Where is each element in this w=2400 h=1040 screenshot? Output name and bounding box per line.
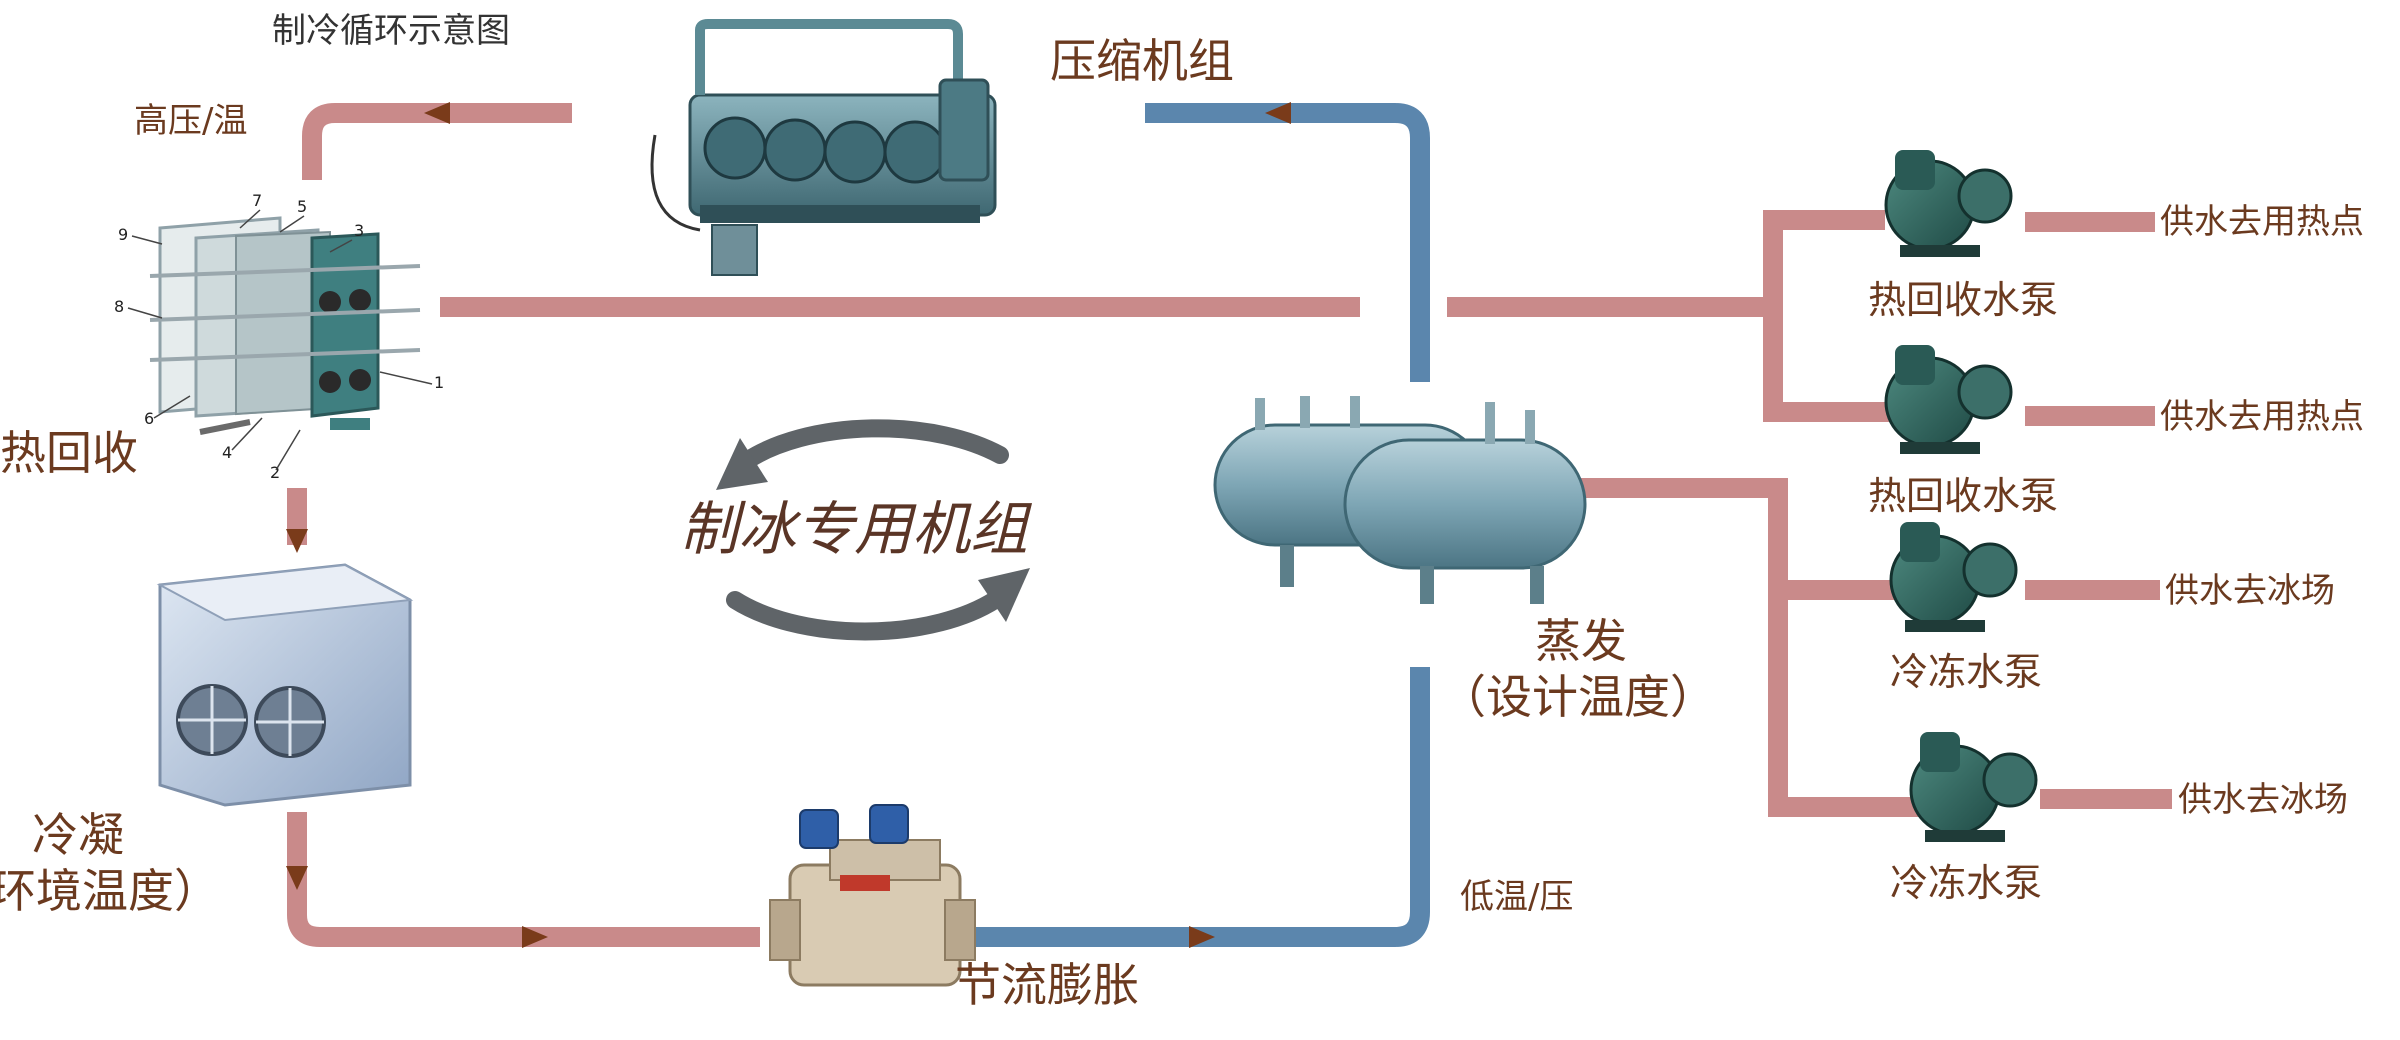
pipe-condenser-to-valve — [287, 812, 760, 947]
label-evaporation: 蒸发 — [1535, 614, 1627, 668]
arrow-left-icon — [1265, 102, 1291, 124]
arrow-down-icon — [286, 529, 308, 553]
callout-3: 3 — [354, 221, 364, 240]
label-low-pressure: 低温/压 — [1460, 877, 1574, 917]
cycle-arrow-top — [739, 419, 1009, 469]
pump-1 — [1884, 150, 2013, 257]
pump-supply-3: 供水去冰场 — [2165, 571, 2335, 611]
cold-pipes — [963, 103, 1430, 947]
arrowhead-icon — [978, 568, 1030, 622]
callout-9: 9 — [118, 225, 128, 244]
label-evaporation-note: （设计温度） — [1440, 670, 1716, 724]
arrow-right-icon — [522, 926, 548, 948]
pump-supply-4: 供水去冰场 — [2178, 780, 2348, 820]
arrow-left-icon — [424, 102, 450, 124]
label-high-pressure: 高压/温 — [134, 101, 248, 141]
pipe-pump-header-hot — [1763, 210, 1930, 422]
cycle-arrow-bottom — [726, 591, 1004, 641]
callout-4: 4 — [222, 443, 232, 462]
flow-arrows — [286, 102, 1291, 948]
label-expansion: 节流膨胀 — [955, 958, 1139, 1012]
label-condensing-note: 环境温度） — [0, 864, 220, 918]
arrowhead-icon — [716, 438, 768, 490]
arrow-right-icon — [1189, 926, 1215, 948]
pump-3 — [1889, 522, 2018, 632]
pipe-low-pressure — [963, 667, 1430, 947]
evaporative-condenser — [156, 563, 414, 807]
pump-name-3: 冷冻水泵 — [1890, 650, 2043, 694]
label-condensing: 冷凝 — [32, 808, 124, 862]
pipe-evaporator-out — [1580, 478, 1930, 817]
callout-leaders — [127, 209, 433, 471]
pipe-compressor-suction — [1145, 103, 1430, 382]
evaporator-tanks — [1213, 396, 1587, 604]
arrow-down-icon — [286, 866, 308, 890]
callout-1: 1 — [434, 373, 444, 392]
callout-6: 6 — [144, 409, 154, 428]
pump-4 — [1909, 732, 2038, 842]
diagram-caption: 制冷循环示意图 — [272, 11, 510, 51]
expansion-valve — [769, 804, 976, 987]
pump-supply-2: 供水去用热点 — [2160, 397, 2364, 437]
label-compressor-unit: 压缩机组 — [1050, 34, 1234, 88]
pump-2 — [1884, 345, 2013, 454]
label-ice-unit: 制冰专用机组 — [680, 495, 1029, 563]
hot-pipes — [287, 103, 2172, 947]
pump-name-4: 冷冻水泵 — [1890, 861, 2043, 905]
callout-7: 7 — [252, 191, 262, 210]
plate-heat-exchanger — [149, 216, 421, 435]
cycle-arrowheads — [716, 438, 1030, 622]
callout-2: 2 — [270, 463, 280, 482]
callout-8: 8 — [114, 297, 124, 316]
plate-callout-numbers: 9 7 5 3 8 1 6 4 2 — [114, 191, 444, 482]
label-heat-recovery: 热回收 — [0, 426, 138, 480]
pump-name-2: 热回收水泵 — [1868, 474, 2059, 518]
cycle-arrows — [726, 419, 1009, 641]
callout-5: 5 — [297, 197, 307, 216]
pump-name-1: 热回收水泵 — [1868, 278, 2059, 322]
pipe-high-pressure — [302, 103, 572, 180]
compressor-unit — [650, 19, 997, 276]
pump-supply-1: 供水去用热点 — [2160, 202, 2364, 242]
